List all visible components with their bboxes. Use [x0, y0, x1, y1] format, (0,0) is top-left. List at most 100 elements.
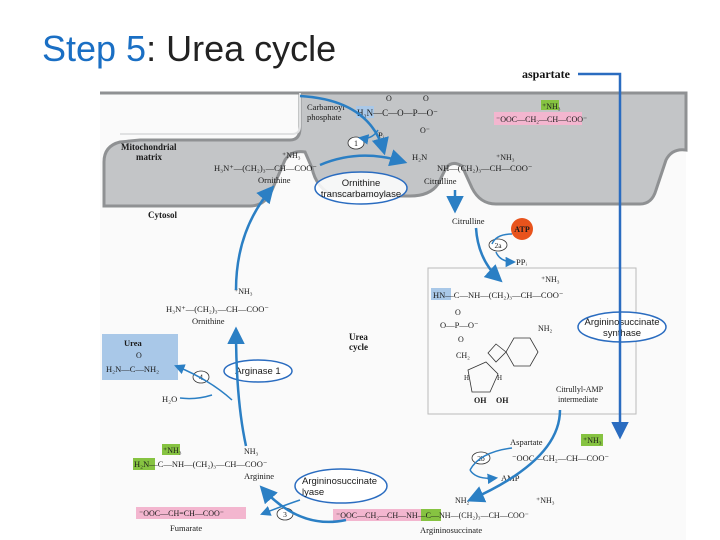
svg-text:Aspartate: Aspartate: [510, 437, 543, 447]
svg-text:⁺NH₃: ⁺NH₃: [282, 151, 301, 160]
arrow-aspartate-input: [469, 447, 513, 471]
svg-text:Carbamoyl: Carbamoyl: [307, 102, 345, 112]
arginine-structure: ⁺NH₃ NH₃ H₂N—C—NH—(CH₂)₃—CH—COO⁻ Arginin…: [133, 444, 274, 481]
ornithine-matrix: ⁺NH₃ H₃N⁺—(CH₂)₃—CH—COO⁻ Ornithine: [214, 151, 317, 185]
arrow-argininosuccinate-to-arginine: [259, 485, 347, 524]
enzyme-arginase-1: Arginase 1: [223, 359, 293, 383]
svg-text:⁺NH₃: ⁺NH₃: [542, 102, 561, 111]
svg-text:1: 1: [354, 139, 358, 148]
svg-text:H: H: [464, 374, 469, 382]
svg-text:CH₂: CH₂: [456, 351, 470, 360]
svg-text:Ornithine: Ornithine: [342, 178, 381, 189]
svg-text:HN—C—NH—(CH₂)₃—CH—COO⁻: HN—C—NH—(CH₂)₃—CH—COO⁻: [433, 290, 564, 300]
svg-text:⁺NH₃: ⁺NH₃: [163, 446, 182, 455]
aspartate-callout-arrow: [578, 72, 629, 440]
compartment-matrix: matrix: [136, 152, 162, 162]
water-label: H₂O: [162, 394, 177, 404]
svg-text:Citrullyl-AMP: Citrullyl-AMP: [556, 385, 604, 394]
aspartate-structure-top: ⁺NH₃ ⁻OOC—CH₂—CH—COO⁻: [494, 100, 587, 125]
svg-text:NH₂: NH₂: [455, 496, 470, 505]
urea-cycle-label-2: cycle: [349, 342, 368, 352]
svg-text:O: O: [458, 335, 464, 344]
svg-text:OH: OH: [474, 396, 487, 405]
svg-text:Pᵢ: Pᵢ: [378, 130, 385, 140]
svg-text:⁺NH₃: ⁺NH₃: [583, 436, 602, 445]
svg-text:3: 3: [283, 510, 287, 519]
urea-cycle-label-1: Urea: [349, 332, 368, 342]
svg-text:Argininosuccinate: Argininosuccinate: [420, 525, 482, 535]
svg-text:⁻OOC—CH₂—CH—COO⁻: ⁻OOC—CH₂—CH—COO⁻: [496, 115, 587, 124]
atp-badge: ATP: [511, 218, 533, 240]
svg-text:H₂N: H₂N: [412, 152, 427, 162]
svg-text:O—P—O⁻: O—P—O⁻: [440, 320, 479, 330]
svg-text:phosphate: phosphate: [307, 112, 342, 122]
svg-text:O⁻: O⁻: [420, 126, 430, 135]
svg-text:H₂N—C—NH—(CH₂)₃—CH—COO⁻: H₂N—C—NH—(CH₂)₃—CH—COO⁻: [134, 459, 268, 469]
svg-text:⁺NH₃: ⁺NH₃: [541, 275, 560, 284]
arrow-ppi-release: [495, 251, 517, 268]
aspartate-callout: aspartate: [522, 67, 570, 81]
svg-text:⁺NH₃: ⁺NH₃: [234, 287, 253, 296]
svg-text:H: H: [497, 374, 502, 382]
svg-text:lyase: lyase: [302, 487, 324, 498]
compartment-cytosol: Cytosol: [148, 210, 177, 220]
ppi-label: PPᵢ: [516, 257, 527, 267]
carbamoyl-phosphate: Carbamoyl phosphate H₂N—C—O—P—O⁻ O O O⁻ …: [307, 94, 438, 140]
ornithine-cytosol: ⁺NH₃ H₃N⁺—(CH₂)₃—CH—COO⁻ Ornithine: [166, 287, 269, 326]
svg-text:Citrulline: Citrulline: [424, 176, 457, 186]
svg-text:ATP: ATP: [514, 225, 530, 234]
svg-text:⁺NH₃: ⁺NH₃: [496, 153, 515, 162]
enzyme-ornithine-transcarbamoylase: Ornithine transcarbamoylase: [314, 171, 408, 205]
arrow-atp-input: [491, 233, 513, 245]
svg-text:Fumarate: Fumarate: [170, 523, 202, 533]
urea-product: Urea O H₂N—C—NH₂: [102, 334, 178, 380]
arrow-carbamoyl-to-citrulline: [299, 94, 389, 156]
svg-text:Ornithine: Ornithine: [258, 175, 291, 185]
svg-text:⁺NH₃: ⁺NH₃: [536, 496, 555, 505]
membrane-highlight: [120, 93, 301, 135]
compartment-mito: Mitochondrial: [121, 142, 177, 152]
arrow-arginine-to-ornithine: [227, 326, 248, 447]
svg-text:H₂N—C—O—P—O⁻: H₂N—C—O—P—O⁻: [357, 108, 438, 118]
svg-text:O: O: [423, 94, 429, 103]
svg-text:intermediate: intermediate: [558, 395, 598, 404]
svg-text:Ornithine: Ornithine: [192, 316, 225, 326]
svg-text:NH₂: NH₂: [538, 324, 553, 333]
svg-text:OH: OH: [496, 396, 509, 405]
svg-text:H₃N⁺—(CH₂)₃—CH—COO⁻: H₃N⁺—(CH₂)₃—CH—COO⁻: [214, 163, 317, 173]
svg-text:O: O: [455, 308, 461, 317]
arrow-pi-release: [357, 129, 379, 145]
svg-text:H₃N⁺—(CH₂)₃—CH—COO⁻: H₃N⁺—(CH₂)₃—CH—COO⁻: [166, 304, 269, 314]
svg-text:O: O: [136, 351, 142, 360]
title-step: Step 5: [42, 28, 147, 69]
step-2a-marker: 2a: [488, 238, 508, 252]
svg-text:Urea: Urea: [124, 338, 143, 348]
arrow-urea-release: [174, 364, 233, 401]
svg-text:⁻OOC—CH=CH—COO⁻: ⁻OOC—CH=CH—COO⁻: [139, 509, 224, 518]
arrow-citrullyl-to-argininosuccinate: [466, 409, 562, 503]
svg-text:Arginase 1: Arginase 1: [235, 366, 280, 377]
svg-text:2a: 2a: [494, 241, 502, 250]
enzyme-argininosuccinate-synthase: Argininosuccinate synthase: [577, 311, 667, 343]
citrulline-matrix: H₂N ⁺NH₃ NH—(CH₂)₃—CH—COO⁻ Citrulline: [412, 152, 533, 186]
arrow-water-input: [179, 394, 213, 400]
citrulline-cytosol: Citrulline: [452, 216, 485, 226]
svg-text:NH₃: NH₃: [244, 447, 259, 456]
svg-text:Arginine: Arginine: [244, 471, 274, 481]
arrow-fumarate-release: [260, 499, 301, 516]
svg-text:⁻OOC—CH₂—CH—COO⁻: ⁻OOC—CH₂—CH—COO⁻: [512, 453, 609, 463]
svg-text:H₂N—C—NH₂: H₂N—C—NH₂: [106, 364, 159, 374]
arrow-amp-release: [469, 469, 499, 485]
arrow-ornithine-to-citrulline: [319, 149, 408, 167]
svg-text:⁻OOC—CH₂—CH—NH—C—NH—(CH₂)₃—CH—: ⁻OOC—CH₂—CH—NH—C—NH—(CH₂)₃—CH—COO⁻: [336, 511, 529, 520]
arrow-ornithine-import: [234, 185, 275, 291]
enzyme-argininosuccinate-lyase: Argininosuccinate lyase: [294, 468, 388, 504]
arrow-citrulline-to-citrullyl-amp: [474, 227, 503, 283]
svg-text:transcarbamoylase: transcarbamoylase: [321, 189, 401, 200]
svg-text:NH—(CH₂)₃—CH—COO⁻: NH—(CH₂)₃—CH—COO⁻: [437, 163, 533, 173]
step-3-marker: 3: [276, 507, 294, 521]
svg-text:Argininosuccinate: Argininosuccinate: [302, 476, 377, 487]
citrullyl-amp-intermediate: ⁺NH₃ HN—C—NH—(CH₂)₃—CH—COO⁻ O O—P—O⁻ O C…: [427, 267, 637, 415]
slide-title: Step 5: Urea cycle: [42, 28, 336, 70]
